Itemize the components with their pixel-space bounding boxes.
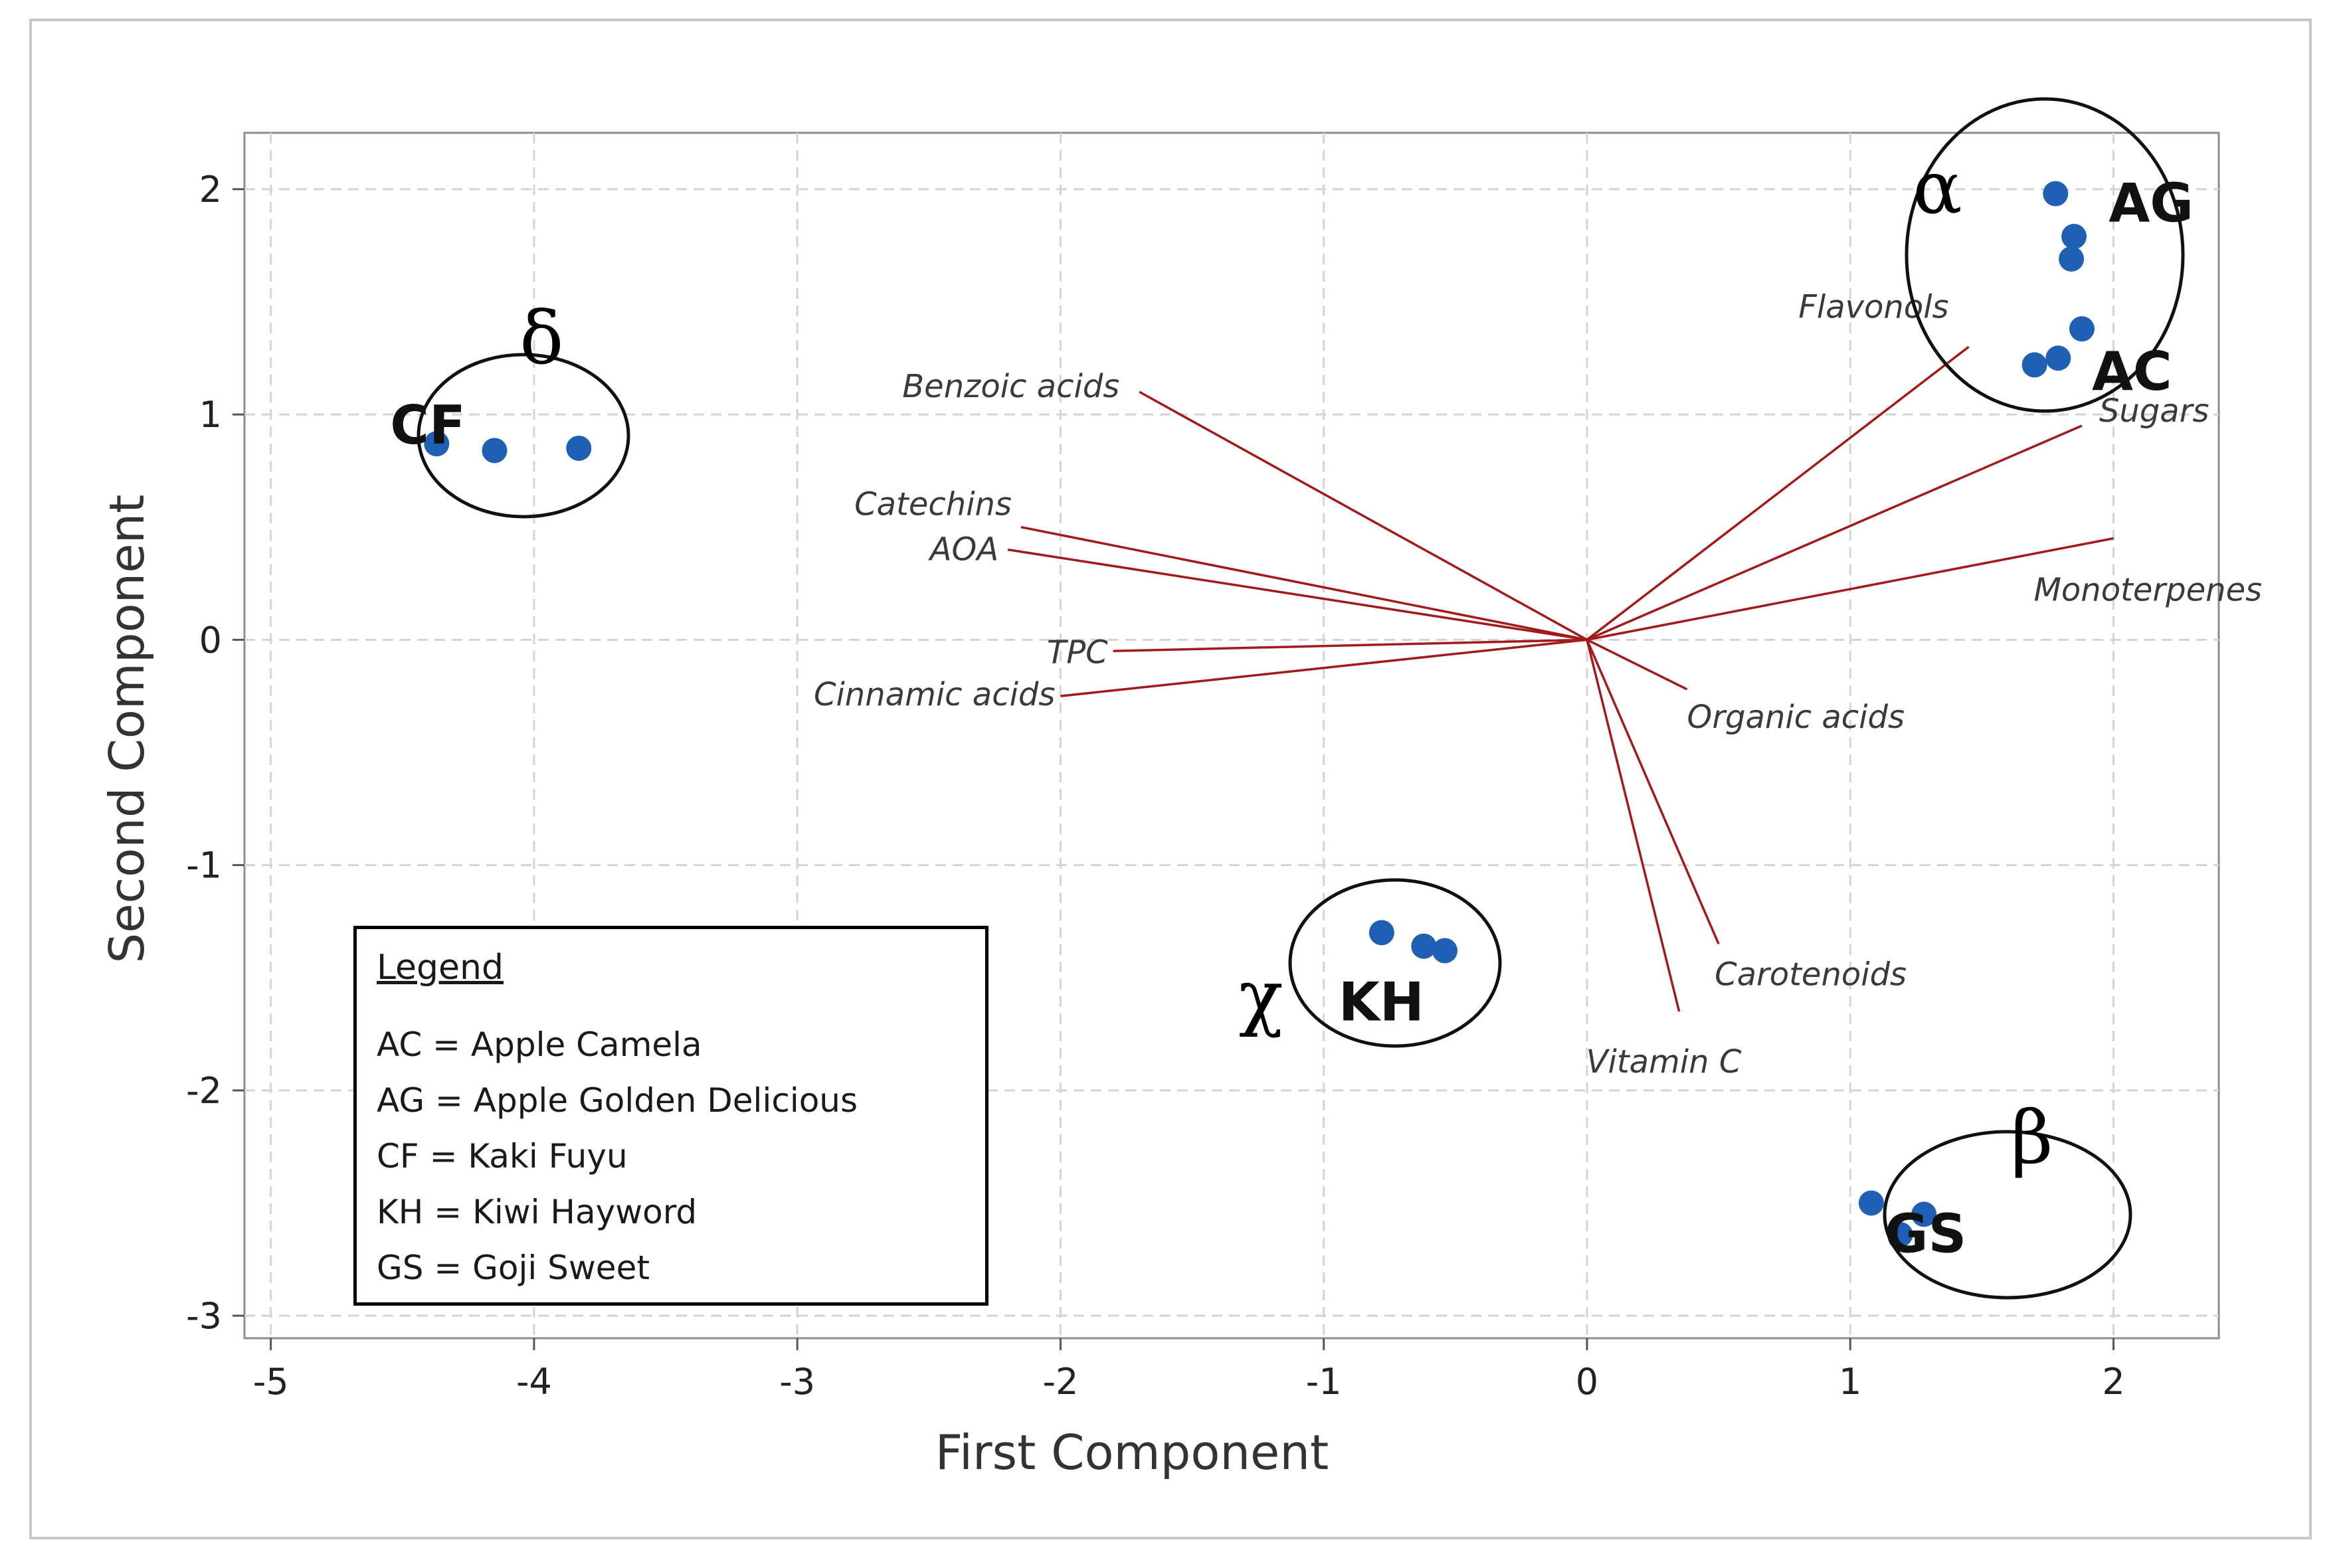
score-point (1411, 933, 1437, 959)
score-point (2021, 352, 2047, 378)
loading-label: Sugars (2099, 392, 2209, 430)
group-label: AC (2092, 341, 2172, 402)
score-point (1368, 920, 1394, 946)
group-ellipse-ag-ac (1905, 97, 2185, 413)
loading-vector (1586, 345, 1970, 641)
x-tick-label: -5 (253, 1361, 289, 1403)
loading-vector (1007, 548, 1588, 642)
loading-vector (1139, 391, 1588, 641)
loading-label: Flavonols (1798, 288, 1948, 325)
legend-entry: CF = Kaki Fuyu (377, 1137, 628, 1176)
group-label: AG (2109, 173, 2194, 234)
loading-label: Monoterpenes (2033, 572, 2262, 609)
loading-vector (1020, 525, 1588, 642)
y-tick-label: 1 (199, 394, 222, 436)
x-tick-label: -4 (516, 1361, 552, 1403)
group-greek-letter: χ (1239, 954, 1283, 1039)
score-point (1432, 938, 1457, 964)
legend-entry: AC = Apple Camela (377, 1025, 702, 1064)
legend: Legend AC = Apple Camela AG = Apple Gold… (353, 926, 988, 1306)
score-point (1858, 1190, 1884, 1216)
x-axis-label: First Component (935, 1425, 1329, 1480)
score-point (1911, 1201, 1937, 1227)
legend-entry: AG = Apple Golden Delicious (377, 1081, 858, 1120)
loading-vector (1113, 638, 1588, 653)
loading-label: Cinnamic acids (814, 676, 1055, 713)
legend-entry: KH = Kiwi Hayword (377, 1193, 698, 1231)
group-greek-letter: α (1913, 145, 1962, 230)
score-point (2045, 345, 2071, 371)
score-point (1887, 1221, 1913, 1247)
legend-entry: GS = Goji Sweet (377, 1249, 650, 1287)
score-point (2043, 181, 2069, 207)
score-point (482, 438, 508, 464)
score-point (2069, 316, 2095, 342)
loading-label: Benzoic acids (902, 368, 1119, 405)
loading-label: Organic acids (1687, 699, 1905, 736)
y-tick-label: 2 (199, 169, 222, 211)
loading-label: Carotenoids (1715, 956, 1907, 993)
loading-label: TPC (1047, 634, 1108, 671)
x-tick-label: 0 (1576, 1361, 1598, 1403)
y-axis-label: Second Component (99, 495, 155, 964)
score-point (424, 431, 450, 457)
loading-vector (1586, 537, 2114, 642)
group-label: GS (1885, 1203, 1966, 1264)
group-ellipse (1288, 878, 1502, 1048)
x-tick-label: 2 (2102, 1361, 2124, 1403)
loading-label: Catechins (854, 486, 1012, 523)
group-ellipse (1883, 1130, 2132, 1300)
x-tick-label: -1 (1306, 1361, 1342, 1403)
loading-vector (1586, 639, 1681, 1012)
score-point (2061, 224, 2087, 250)
loading-vector (1586, 638, 1688, 691)
x-tick-label: -2 (1043, 1361, 1079, 1403)
group-greek-letter: β (2011, 1094, 2053, 1179)
y-tick-label: -3 (186, 1295, 222, 1337)
y-tick-label: 0 (199, 619, 222, 661)
loading-vector (1586, 424, 2083, 641)
x-tick-label: -3 (779, 1361, 815, 1403)
score-point (2059, 246, 2085, 272)
group-ellipse (417, 353, 630, 519)
loading-vector (1060, 638, 1588, 697)
x-tick-label: 1 (1839, 1361, 1861, 1403)
group-label: KH (1339, 971, 1424, 1033)
group-label: CF (390, 394, 465, 456)
y-tick-label: -2 (186, 1070, 222, 1112)
loading-vector (1586, 639, 1720, 945)
legend-title: Legend (377, 948, 504, 988)
score-point (566, 435, 592, 461)
y-tick-label: -1 (186, 845, 222, 887)
loading-label: AOA (928, 531, 998, 568)
group-greek-letter: δ (519, 296, 563, 381)
loading-label: Vitamin C (1586, 1043, 1742, 1081)
